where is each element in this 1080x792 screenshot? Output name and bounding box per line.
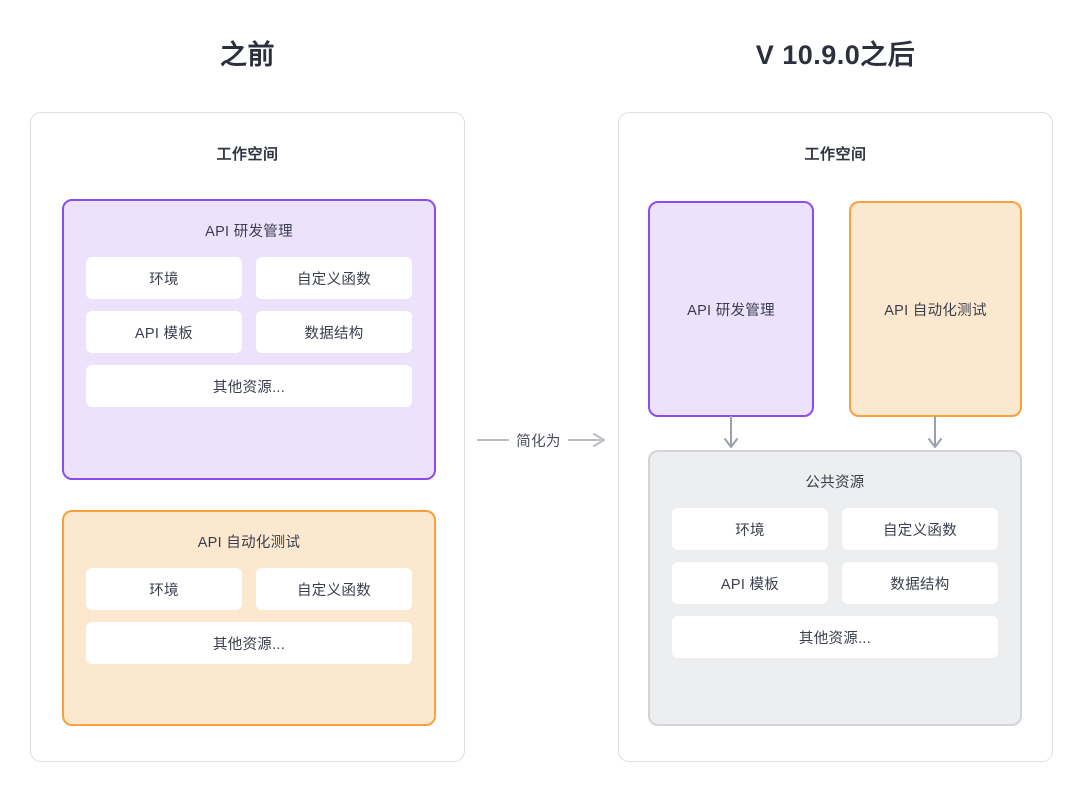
resource-chip-list: 环境 自定义函数 API 模板 数据结构 其他资源... xyxy=(650,492,1020,658)
before-group-api-development: API 研发管理 环境 自定义函数 API 模板 数据结构 其他资源... xyxy=(62,199,436,480)
after-group-api-automation-test: API 自动化测试 xyxy=(849,201,1022,417)
connector-line-icon xyxy=(477,439,510,441)
arrow-right-icon xyxy=(567,433,605,447)
resource-chip: 其他资源... xyxy=(86,365,412,407)
group-title: API 研发管理 xyxy=(687,302,775,319)
before-workspace-panel: 工作空间 API 研发管理 环境 自定义函数 API 模板 数据结构 其他资源.… xyxy=(30,112,465,762)
resource-chip: 环境 xyxy=(672,508,828,550)
resource-chip: 环境 xyxy=(86,257,242,299)
before-workspace-title: 工作空间 xyxy=(216,146,279,163)
resource-chip-list: 环境 自定义函数 其他资源... xyxy=(64,552,434,664)
after-workspace-title: 工作空间 xyxy=(804,146,867,163)
before-column-heading: 之前 xyxy=(220,40,275,70)
resource-chip: 自定义函数 xyxy=(842,508,998,550)
after-column-heading: V 10.9.0之后 xyxy=(755,40,916,70)
resource-chip: API 模板 xyxy=(672,562,828,604)
simplify-connector: 简化为 xyxy=(465,424,618,456)
resource-chip: 数据结构 xyxy=(842,562,998,604)
connector-label: 简化为 xyxy=(516,433,561,450)
resource-chip: 自定义函数 xyxy=(256,568,412,610)
before-group-api-automation-test: API 自动化测试 环境 自定义函数 其他资源... xyxy=(62,510,436,726)
down-arrow-icon xyxy=(928,416,942,448)
after-workspace-panel: 工作空间 API 研发管理 API 自动化测试 公共资源 环境 自定义函数 AP… xyxy=(618,112,1053,762)
resource-chip-list: 环境 自定义函数 API 模板 数据结构 其他资源... xyxy=(64,241,434,407)
group-title: API 研发管理 xyxy=(205,224,293,240)
resource-chip: 数据结构 xyxy=(256,311,412,353)
resource-chip: 自定义函数 xyxy=(256,257,412,299)
after-group-public-resources: 公共资源 环境 自定义函数 API 模板 数据结构 其他资源... xyxy=(648,450,1022,726)
group-title: API 自动化测试 xyxy=(884,302,987,319)
after-group-api-development: API 研发管理 xyxy=(648,201,814,417)
group-title: API 自动化测试 xyxy=(197,535,301,551)
resource-chip: 环境 xyxy=(86,568,242,610)
down-arrow-icon xyxy=(724,416,738,448)
resource-chip: 其他资源... xyxy=(672,616,998,658)
group-title: 公共资源 xyxy=(805,475,865,491)
resource-chip: API 模板 xyxy=(86,311,242,353)
resource-chip: 其他资源... xyxy=(86,622,412,664)
